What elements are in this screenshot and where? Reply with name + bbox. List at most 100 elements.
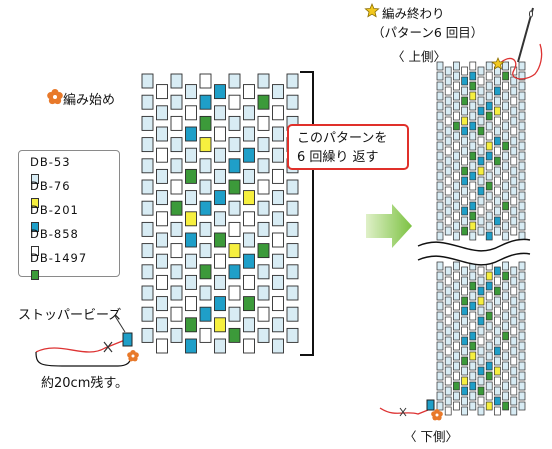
strip-bead [444,76,452,86]
strip-bead [502,171,509,181]
strip-bead [453,291,460,301]
strip-bead [461,316,468,326]
bead [199,285,212,301]
strip-bead [518,321,526,331]
strip-bead [502,281,509,291]
strip-bead [436,221,444,231]
bead [243,253,255,269]
bead [257,137,270,153]
strip-bead [518,151,526,161]
strip-bead [518,161,526,171]
strip-bead [502,361,509,371]
strip-bead [436,271,444,281]
strip-bead [502,261,509,271]
strip-bead [436,141,444,151]
strip-bead [436,151,444,161]
bead [272,211,284,227]
strip-bead [477,136,485,146]
strip-bead [518,211,526,221]
strip-bead [461,156,468,166]
strip-bead [485,141,493,151]
bead [243,84,255,100]
strip-bead [510,216,518,226]
strip-bead [453,191,460,201]
bead [286,285,299,301]
bead [185,274,197,290]
strip-bead [436,171,444,181]
bead [257,306,270,322]
strip-bead [518,91,526,101]
bead [257,115,270,131]
strip-bead [510,206,518,216]
strip-bead [444,106,452,116]
bead [228,264,241,280]
strip-bead [494,386,501,396]
bead [214,253,226,269]
bead [272,253,284,269]
bead [156,147,168,163]
strip-bead [485,331,493,341]
bead [228,158,241,174]
strip-bead [494,316,501,326]
strip-bead [436,211,444,221]
strip-bead [453,201,460,211]
thread-icon [496,43,543,80]
strip-bead [494,106,501,116]
strip-bead [518,111,526,121]
strip-bead [477,206,485,216]
strip-bead [453,131,460,141]
strip-bead [453,121,460,131]
strip-bead [453,221,460,231]
strip-bead [436,301,444,311]
strip-bead [469,61,477,71]
bead [214,190,226,206]
strip-bead [469,351,477,361]
strip-bead [461,216,468,226]
strip-bead [518,141,526,151]
stopper-bead-icon [426,399,435,411]
bead [185,84,197,100]
strip-bead [453,101,460,111]
strip-bead [485,321,493,331]
strip-bead [502,351,509,361]
strip-bead [461,356,468,366]
bead [214,338,226,354]
strip-bead [510,296,518,306]
strip-bead [485,271,493,281]
strip-bead [477,156,485,166]
stopper-leader-line [114,315,126,333]
bead [257,179,270,195]
legend-swatch [31,270,39,280]
bead [228,137,241,153]
strip-bead [518,181,526,191]
strip-bead [518,361,526,371]
strip-bead [485,71,493,81]
strip-bead [477,366,485,376]
top-side-label: 〈 上側〉 [392,49,446,64]
strip-bead [461,276,468,286]
strip-bead [444,406,452,416]
strip-bead [453,361,460,371]
strip-bead [494,376,501,386]
bead [243,190,255,206]
strip-bead [461,106,468,116]
bead [243,211,255,227]
strip-bead [485,61,493,71]
strip-bead [444,346,452,356]
strip-bead [494,326,501,336]
strip-bead [469,321,477,331]
strip-bead [477,86,485,96]
strip-bead [436,111,444,121]
strip-bead [444,336,452,346]
strip-bead [436,181,444,191]
bead [170,179,183,195]
strip-bead [502,341,509,351]
strip-bead [494,396,501,406]
strip-bead [461,406,468,416]
strip-bead [436,321,444,331]
strip-bead [518,121,526,131]
bead [141,94,154,110]
strip-bead [444,186,452,196]
strip-bead [469,301,477,311]
strip-bead [510,276,518,286]
